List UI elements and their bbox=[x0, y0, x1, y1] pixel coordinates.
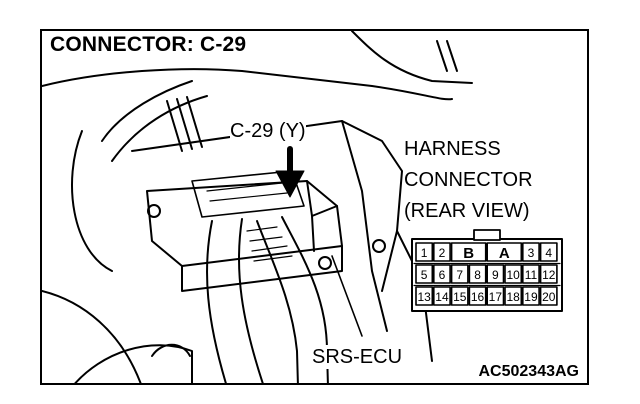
connector-id-label: C-29 (Y) bbox=[230, 119, 306, 143]
harness-hose bbox=[256, 220, 299, 383]
dashboard-edge bbox=[351, 31, 473, 84]
console-outline bbox=[341, 120, 388, 332]
pin-cell bbox=[521, 286, 540, 306]
pin-cell bbox=[539, 286, 558, 306]
pin-number: 5 bbox=[421, 268, 428, 282]
pin-number: 6 bbox=[439, 268, 446, 282]
floor-trim bbox=[151, 343, 191, 357]
hose-bands bbox=[246, 226, 293, 262]
mount-bolt bbox=[372, 239, 386, 253]
srs-ecu-leader bbox=[331, 255, 363, 337]
harness-label-line2: CONNECTOR bbox=[404, 168, 533, 192]
pin-cell bbox=[432, 286, 451, 306]
harness-hose bbox=[206, 220, 227, 383]
pin-cell bbox=[486, 264, 505, 284]
harness-hose bbox=[281, 216, 329, 383]
pin-cell bbox=[486, 286, 505, 306]
pin-number: 3 bbox=[528, 246, 535, 260]
pin-number: 16 bbox=[471, 290, 485, 304]
mount-bolt bbox=[147, 204, 161, 218]
pin-number: 19 bbox=[524, 290, 538, 304]
pointer-arrow-head bbox=[275, 170, 305, 198]
pin-number: 13 bbox=[417, 290, 431, 304]
floor-trim bbox=[42, 290, 142, 383]
pin-cell bbox=[504, 286, 523, 306]
wire-harness bbox=[101, 80, 208, 162]
pin-cell bbox=[415, 264, 434, 284]
pin-cell bbox=[415, 286, 434, 306]
pin-cell bbox=[432, 242, 451, 262]
pin-number: 2 bbox=[439, 246, 446, 260]
wire-harness bbox=[166, 96, 203, 152]
wire-harness bbox=[71, 130, 113, 272]
key-block bbox=[486, 242, 523, 262]
harness-label-line3: (REAR VIEW) bbox=[404, 199, 530, 223]
page-title: CONNECTOR: C-29 bbox=[48, 33, 251, 57]
pin-number: 20 bbox=[542, 290, 556, 304]
key-label: A bbox=[499, 245, 510, 262]
pin-cell bbox=[521, 242, 540, 262]
pin-number: 8 bbox=[474, 268, 481, 282]
pin-number: 17 bbox=[489, 290, 503, 304]
pin-number: 10 bbox=[506, 268, 520, 282]
harness-label-line1: HARNESS bbox=[404, 137, 501, 161]
dashboard-edge bbox=[42, 68, 453, 101]
pin-cell bbox=[450, 264, 469, 284]
srs-ecu-body bbox=[181, 245, 343, 292]
pin-cell bbox=[504, 264, 523, 284]
vent-slat bbox=[436, 40, 458, 72]
pin-number: 7 bbox=[456, 268, 463, 282]
connector-shell bbox=[191, 170, 305, 218]
pin-number: 18 bbox=[506, 290, 520, 304]
pin-cell bbox=[415, 242, 434, 262]
console-outline bbox=[131, 120, 403, 292]
srs-ecu-body bbox=[306, 180, 338, 252]
pin-cell bbox=[432, 264, 451, 284]
figure-code: AC502343AG bbox=[476, 363, 581, 381]
key-block bbox=[450, 242, 487, 262]
pin-cell bbox=[521, 264, 540, 284]
pin-number: 1 bbox=[421, 246, 428, 260]
pin-cell bbox=[539, 242, 558, 262]
pin-number: 14 bbox=[435, 290, 449, 304]
pin-cell bbox=[468, 286, 487, 306]
pin-cell bbox=[450, 286, 469, 306]
pin-number: 11 bbox=[525, 268, 538, 282]
harness-hose bbox=[238, 218, 264, 383]
srs-ecu-label: SRS-ECU bbox=[312, 345, 403, 369]
pin-cell bbox=[468, 264, 487, 284]
connector-shell bbox=[206, 182, 288, 202]
pinout-lock-tab bbox=[473, 229, 501, 241]
key-label: B bbox=[463, 245, 474, 262]
pin-number: 12 bbox=[542, 268, 556, 282]
pin-number: 9 bbox=[492, 268, 499, 282]
pin-number: 4 bbox=[545, 246, 552, 260]
pin-cell bbox=[539, 264, 558, 284]
pin-number: 15 bbox=[453, 290, 467, 304]
mount-bolt bbox=[318, 256, 332, 270]
floor-trim bbox=[74, 344, 193, 383]
